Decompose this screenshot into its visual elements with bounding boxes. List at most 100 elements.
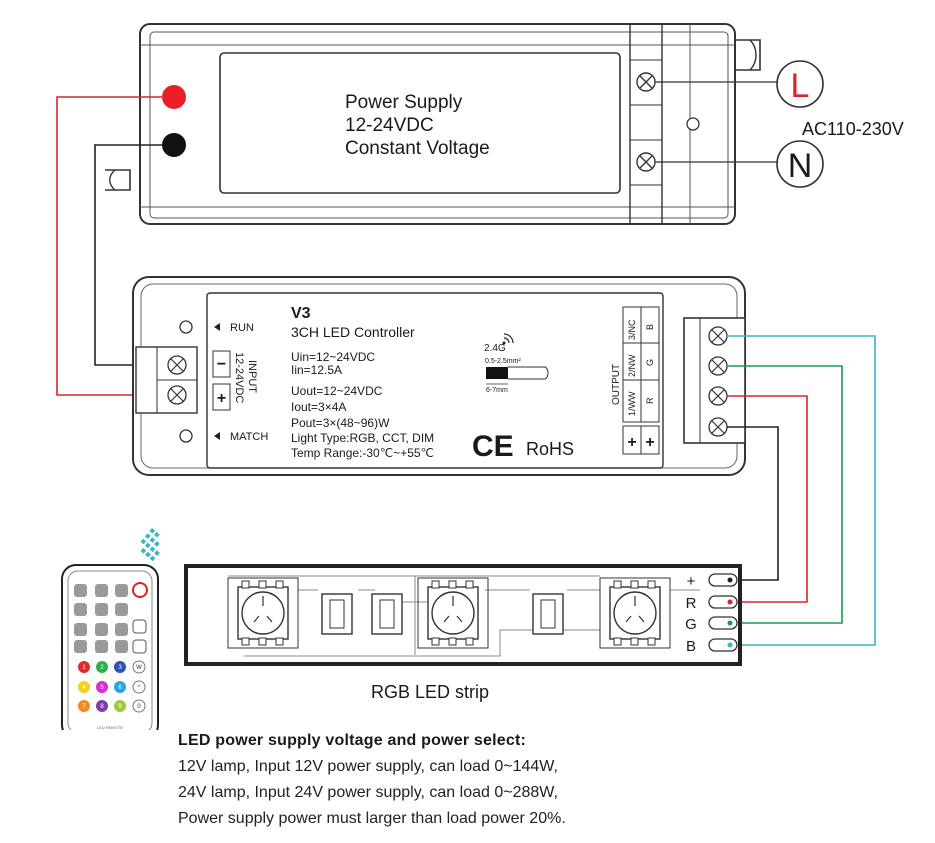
input-screw-positive [167, 385, 187, 405]
strip-pin-plus: + [687, 573, 696, 590]
run-label: RUN [230, 322, 254, 334]
wire-strip-icon [486, 366, 549, 385]
output-plus-a: + [627, 434, 636, 451]
remote-num-star: * [138, 685, 141, 691]
input-screw-negative [167, 355, 187, 375]
remote-speed-button[interactable] [132, 639, 147, 654]
remote-num-9: 9 [118, 704, 122, 710]
spec-uin: Uin=12~24VDC [291, 350, 375, 364]
strip-pin-r: R [686, 595, 697, 612]
remote-btn-6[interactable] [114, 681, 126, 693]
output-ch1-name: 1/WW [627, 391, 637, 416]
remote-num-1: 1 [82, 665, 86, 671]
output-plus-b: + [645, 434, 654, 451]
remote-btn-w[interactable] [132, 660, 146, 674]
neutral-label-circle: N [776, 140, 824, 188]
ps-live-screw [636, 72, 656, 92]
led-chip-1 [227, 577, 299, 649]
output-label: OUTPUT [611, 364, 622, 405]
ps-type: Constant Voltage [345, 138, 490, 159]
remote-btn-8[interactable] [96, 700, 108, 712]
output-screw-b [708, 326, 728, 346]
output-screw-plus [708, 417, 728, 437]
resistor-1 [321, 593, 353, 635]
remote-btn-1[interactable] [78, 661, 90, 673]
run-indicator [179, 320, 193, 334]
output-screw-r [708, 386, 728, 406]
led-strip: + R G B [184, 564, 742, 666]
wire-black-plus [727, 426, 779, 581]
output-ch3-color: B [645, 324, 655, 330]
input-voltage-label: 12-24VDC [233, 352, 245, 403]
ps-negative-terminal [162, 133, 186, 157]
led-chip-3 [599, 577, 671, 649]
match-label: MATCH [230, 431, 268, 443]
remote-btn-5[interactable] [96, 681, 108, 693]
notes-line-2: 24V lamp, Input 24V power supply, can lo… [178, 784, 558, 801]
remote-num-3: 3 [118, 665, 122, 671]
input-minus-label: − [217, 356, 226, 373]
remote-num-5: 5 [100, 685, 104, 691]
ac-input-label: AC110-230V [802, 119, 904, 139]
input-plus-label: + [217, 390, 226, 407]
live-label-circle: L [776, 60, 824, 108]
spec-temp-range: Temp Range:-30℃~+55℃ [291, 446, 434, 460]
notes-line-1: 12V lamp, Input 12V power supply, can lo… [178, 758, 558, 775]
remote-btn-9[interactable] [114, 700, 126, 712]
strip-pin-b: B [686, 638, 696, 655]
strip-pin-g: G [685, 616, 697, 633]
rohs-mark: RoHS [526, 439, 574, 459]
ps-mount-left [105, 169, 131, 191]
strip-pad-g [708, 616, 738, 630]
ps-neutral-screw [636, 152, 656, 172]
remote-num-w: W [136, 665, 142, 671]
remote-control: 1 2 3 W 4 5 6 * 7 8 9 0 LED REMOTE [61, 564, 159, 730]
wiring-diagram: Power Supply 12-24VDC Constant Voltage [56, 23, 904, 730]
wire-gauge-label: 0.5-2.5mm² [485, 358, 521, 365]
strip-length-label: 6-7mm [486, 387, 508, 394]
remote-btn-star[interactable] [132, 680, 146, 694]
remote-num-7: 7 [82, 704, 86, 710]
output-ch3-name: 3/NC [627, 319, 637, 340]
live-label: L [791, 67, 810, 105]
wire-red [727, 395, 808, 603]
remote-btn-3[interactable] [114, 661, 126, 673]
resistor-2 [371, 593, 403, 635]
wire-blue [727, 335, 876, 646]
notes-section: LED power supply voltage and power selec… [178, 732, 898, 836]
remote-num-4: 4 [82, 685, 86, 691]
input-label: INPUT [246, 360, 258, 393]
remote-num-6: 6 [118, 685, 122, 691]
remote-btn-7[interactable] [78, 700, 90, 712]
power-supply: Power Supply 12-24VDC Constant Voltage [105, 23, 904, 225]
spec-pout: Pout=3×(48~96)W [291, 416, 390, 430]
wireless-signal-icon [140, 528, 160, 562]
remote-power-button[interactable] [132, 582, 148, 598]
notes-line-3: Power supply power must larger than load… [178, 810, 566, 827]
led-strip-label: RGB LED strip [371, 682, 489, 702]
ps-positive-terminal [162, 85, 186, 109]
ps-title: Power Supply [345, 92, 463, 113]
controller-model: V3 [291, 305, 311, 322]
remote-btn-0[interactable] [132, 699, 146, 713]
strip-pad-b [708, 638, 738, 652]
resistor-3 [532, 593, 564, 635]
spec-iout: Iout=3×4A [291, 400, 346, 414]
remote-btn-4[interactable] [78, 681, 90, 693]
remote-btn-2[interactable] [96, 661, 108, 673]
controller-name: 3CH LED Controller [291, 324, 415, 340]
output-screw-g [708, 356, 728, 376]
strip-pad-plus [708, 573, 738, 587]
wire-positive-red [56, 96, 168, 396]
strip-pad-r [708, 595, 738, 609]
wireless-label: 2.4G [484, 343, 506, 354]
match-button[interactable] [179, 429, 193, 443]
wire-green [727, 365, 843, 624]
remote-num-8: 8 [100, 704, 104, 710]
neutral-label: N [788, 147, 813, 185]
wire-negative-black [94, 144, 168, 366]
remote-mode-button[interactable] [132, 619, 147, 634]
output-ch1-color: R [645, 397, 655, 404]
ps-voltage: 12-24VDC [345, 115, 434, 136]
ps-mount-right [735, 39, 761, 71]
